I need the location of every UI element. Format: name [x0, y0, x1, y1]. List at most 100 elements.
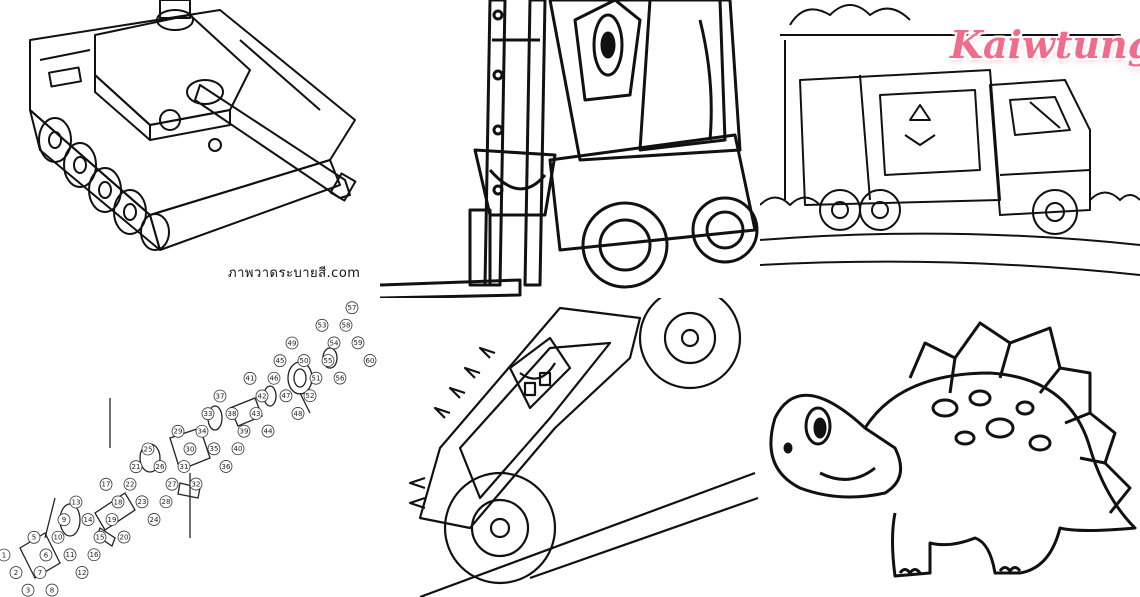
- part-number-badge: [195, 424, 209, 438]
- part-number-label: 46: [270, 375, 279, 383]
- monster-truck-drawing: [408, 298, 759, 597]
- part-number-label: 59: [354, 339, 363, 347]
- part-number-badge: [213, 389, 227, 403]
- part-number-badge: [267, 371, 281, 385]
- part-number-badge: [363, 354, 377, 367]
- part-number-badge: [39, 548, 53, 562]
- part-number-label: 52: [306, 392, 315, 400]
- part-number-label: 31: [180, 463, 189, 471]
- part-number-badge: [255, 389, 269, 403]
- part-number-badge: [51, 530, 65, 544]
- part-number-badge: [231, 442, 245, 456]
- part-number-badge: [279, 389, 293, 403]
- part-number-badge: [27, 530, 41, 544]
- stegosaurus-coloring-image[interactable]: [760, 298, 1140, 597]
- part-number-badge: [177, 460, 191, 473]
- part-number-badge: [45, 583, 59, 597]
- part-number-badge: [219, 460, 233, 473]
- part-number-label: 17: [102, 481, 111, 489]
- part-number-badge: [249, 407, 263, 420]
- part-number-badge: [33, 566, 47, 579]
- part-number-badge: [99, 477, 113, 491]
- monster-truck-coloring-image[interactable]: [380, 298, 760, 597]
- tank-coloring-image[interactable]: ภาพวาดระบายสี.com: [0, 0, 380, 298]
- part-number-label: 25: [144, 445, 153, 453]
- part-number-label: 22: [126, 481, 135, 489]
- exploded-parts-diagram-image[interactable]: 1234567891011121314151617181920212223242…: [0, 298, 380, 597]
- part-number-label: 37: [216, 392, 225, 400]
- part-number-badge: [75, 566, 89, 579]
- part-number-label: 2: [14, 569, 18, 577]
- part-number-badge: [111, 495, 125, 509]
- part-number-badge: [201, 407, 215, 421]
- part-number-badge: [237, 424, 251, 438]
- part-number-label: 43: [252, 410, 261, 418]
- part-number-label: 32: [192, 480, 201, 488]
- garbage-truck-drawing: [760, 4, 1140, 276]
- part-number-badge: [63, 548, 77, 562]
- part-number-badge: [81, 513, 95, 526]
- part-number-badge: [261, 424, 275, 438]
- part-number-badge: [297, 354, 311, 367]
- part-number-badge: [153, 460, 167, 473]
- part-number-label: 40: [234, 445, 243, 453]
- part-number-badge: [303, 389, 317, 403]
- part-number-badge: [21, 583, 35, 597]
- part-number-badge: [207, 442, 221, 456]
- part-number-label: 11: [66, 551, 75, 559]
- part-number-label: 42: [258, 392, 267, 400]
- part-number-label: 7: [38, 569, 42, 577]
- forklift-coloring-image[interactable]: [380, 0, 760, 298]
- part-number-badge: [243, 371, 257, 385]
- part-number-label: 48: [294, 410, 303, 418]
- part-number-label: 16: [90, 551, 99, 559]
- part-number-label: 36: [222, 463, 231, 471]
- part-number-badge: [93, 530, 107, 544]
- part-number-label: 60: [366, 357, 375, 365]
- part-number-label: 35: [210, 445, 219, 453]
- part-number-label: 24: [150, 516, 159, 524]
- part-number-label: 21: [132, 463, 141, 471]
- part-number-badge: [333, 371, 347, 385]
- part-number-label: 15: [96, 534, 105, 542]
- kaiwtung-brand-logo: Kaiwtung: [950, 22, 1140, 67]
- part-number-label: 6: [44, 551, 49, 559]
- part-number-label: 30: [186, 445, 195, 453]
- forklift-drawing: [380, 0, 759, 298]
- part-number-label: 29: [174, 428, 183, 436]
- stegosaurus-drawing: [769, 321, 1137, 578]
- part-number-label: 10: [54, 534, 63, 542]
- part-number-badge: [351, 336, 365, 350]
- part-number-badge: [291, 407, 305, 420]
- part-number-badge: [315, 318, 329, 332]
- part-number-label: 53: [318, 322, 327, 330]
- part-number-label: 55: [324, 357, 333, 365]
- part-number-label: 33: [204, 410, 213, 418]
- part-number-badge: [0, 548, 11, 562]
- part-number-badge: [9, 566, 23, 579]
- part-number-badge: [225, 407, 239, 420]
- part-number-badge: [171, 424, 185, 438]
- part-number-badge: [189, 477, 203, 491]
- part-number-badge: [345, 301, 359, 315]
- part-number-label: 38: [228, 410, 237, 418]
- garbage-truck-coloring-image[interactable]: Kaiwtung: [760, 0, 1140, 298]
- part-number-label: 28: [162, 498, 171, 506]
- part-number-badge: [123, 477, 137, 491]
- part-number-label: 57: [348, 304, 357, 312]
- part-number-badge: [321, 354, 335, 367]
- part-number-badge: [273, 354, 287, 368]
- part-number-badge: [135, 495, 149, 509]
- part-number-label: 8: [50, 586, 54, 594]
- part-number-badge: [339, 318, 353, 332]
- tank-watermark: ภาพวาดระบายสี.com: [228, 266, 361, 281]
- tank-drawing: [29, 0, 357, 251]
- part-number-badge: [327, 336, 341, 350]
- part-number-label: 41: [246, 375, 255, 383]
- part-number-label: 9: [62, 516, 66, 524]
- parts-diagram-drawing: 1234567891011121314151617181920212223242…: [0, 301, 377, 597]
- part-number-badge: [69, 495, 83, 509]
- part-number-label: 56: [336, 374, 345, 382]
- part-number-label: 5: [32, 534, 36, 542]
